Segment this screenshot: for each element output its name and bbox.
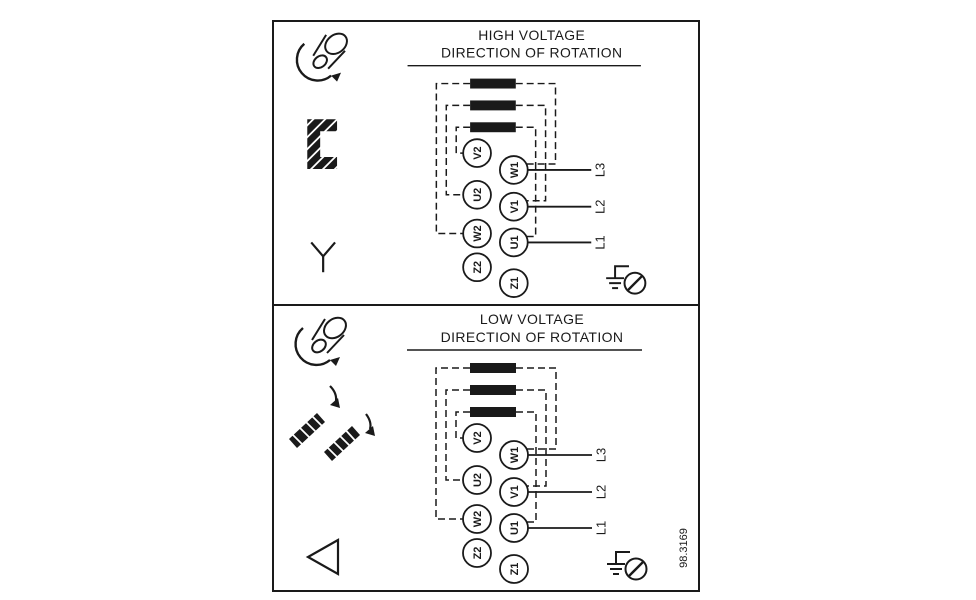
terminal-v2: V2 <box>462 138 492 168</box>
terminal-u2-label: U2 <box>472 473 484 487</box>
terminal-v1: V1 <box>499 191 529 222</box>
high-voltage-title: HIGH VOLTAGE <box>478 27 585 43</box>
supply-lines <box>527 169 592 244</box>
jumper-bars <box>470 363 516 417</box>
panel-header: HIGH VOLTAGE DIRECTION OF ROTATION <box>407 27 641 67</box>
jumper-bars <box>470 78 516 133</box>
jumper-bar <box>470 100 516 111</box>
terminal-z2: Z2 <box>462 538 492 568</box>
motor-wiring-diagram: HIGH VOLTAGE DIRECTION OF ROTATION <box>272 20 700 592</box>
terminal-w1: W1 <box>499 440 529 470</box>
terminal-u1: U1 <box>499 513 529 543</box>
terminal-z1: Z1 <box>499 268 529 298</box>
rotation-direction-icon <box>295 32 348 82</box>
low-voltage-panel: LOW VOLTAGE DIRECTION OF ROTATION <box>274 306 698 590</box>
delta-symbol <box>305 538 340 576</box>
delta-jumper-icon <box>285 385 375 461</box>
link-placement-paths <box>435 367 557 523</box>
terminal-z1: Z1 <box>499 554 529 584</box>
line-label-l2: L2 <box>593 200 608 214</box>
high-voltage-panel: HIGH VOLTAGE DIRECTION OF ROTATION <box>274 22 698 306</box>
rotation-direction-icon <box>294 316 347 367</box>
jumper-bar <box>470 122 516 133</box>
terminal-u2: U2 <box>462 179 492 210</box>
terminal-w1-label: W1 <box>509 447 521 464</box>
terminal-w2: W2 <box>462 218 492 249</box>
terminal-v2: V2 <box>462 423 492 453</box>
ground-icon <box>607 551 648 581</box>
terminal-z2-label: Z2 <box>472 547 484 560</box>
terminal-u1-label: U1 <box>509 235 521 249</box>
jumper-bar <box>470 363 516 373</box>
terminal-u1: U1 <box>499 227 529 258</box>
terminal-z2-label: Z2 <box>472 261 484 274</box>
direction-of-rotation-title: DIRECTION OF ROTATION <box>441 329 624 345</box>
terminal-u2: U2 <box>462 465 492 495</box>
placement-arrow-icon <box>365 413 372 430</box>
line-label-l3: L3 <box>594 448 609 462</box>
terminal-u2-label: U2 <box>472 188 484 202</box>
terminal-v1: V1 <box>499 477 529 507</box>
terminal-v1-label: V1 <box>509 485 521 498</box>
line-label-l1: L1 <box>593 235 608 249</box>
terminal-w1: W1 <box>499 155 529 185</box>
low-voltage-title: LOW VOLTAGE <box>480 311 584 327</box>
terminal-z2: Z2 <box>462 252 492 283</box>
terminal-v1-label: V1 <box>509 200 521 213</box>
terminal-v2-label: V2 <box>472 431 484 444</box>
terminal-board: V2 U2 W2 Z2 <box>435 363 609 584</box>
jumper-bar <box>470 407 516 417</box>
terminal-w2-label: W2 <box>472 225 484 241</box>
terminal-w2: W2 <box>462 504 492 534</box>
line-label-l2: L2 <box>594 485 609 499</box>
terminal-u1-label: U1 <box>509 521 521 535</box>
supply-lines <box>528 454 592 529</box>
panel-header: LOW VOLTAGE DIRECTION OF ROTATION <box>407 311 642 351</box>
star-symbol <box>310 241 336 273</box>
star-jumper-icon <box>300 112 342 184</box>
figure-number: 98.3169 <box>678 528 690 568</box>
terminal-w1-label: W1 <box>509 162 521 178</box>
terminal-board: V2 U2 W2 Z2 <box>435 78 608 298</box>
line-label-l1: L1 <box>594 521 609 535</box>
jumper-bar <box>470 78 516 89</box>
ground-icon <box>606 265 647 295</box>
jumper-bar <box>470 385 516 395</box>
direction-of-rotation-title: DIRECTION OF ROTATION <box>441 45 622 61</box>
terminal-z1-label: Z1 <box>509 277 521 290</box>
terminal-z1-label: Z1 <box>509 563 521 576</box>
terminal-w2-label: W2 <box>472 511 484 528</box>
terminal-v2-label: V2 <box>472 146 484 159</box>
line-label-l3: L3 <box>593 163 608 177</box>
placement-arrow-icon <box>329 385 338 402</box>
